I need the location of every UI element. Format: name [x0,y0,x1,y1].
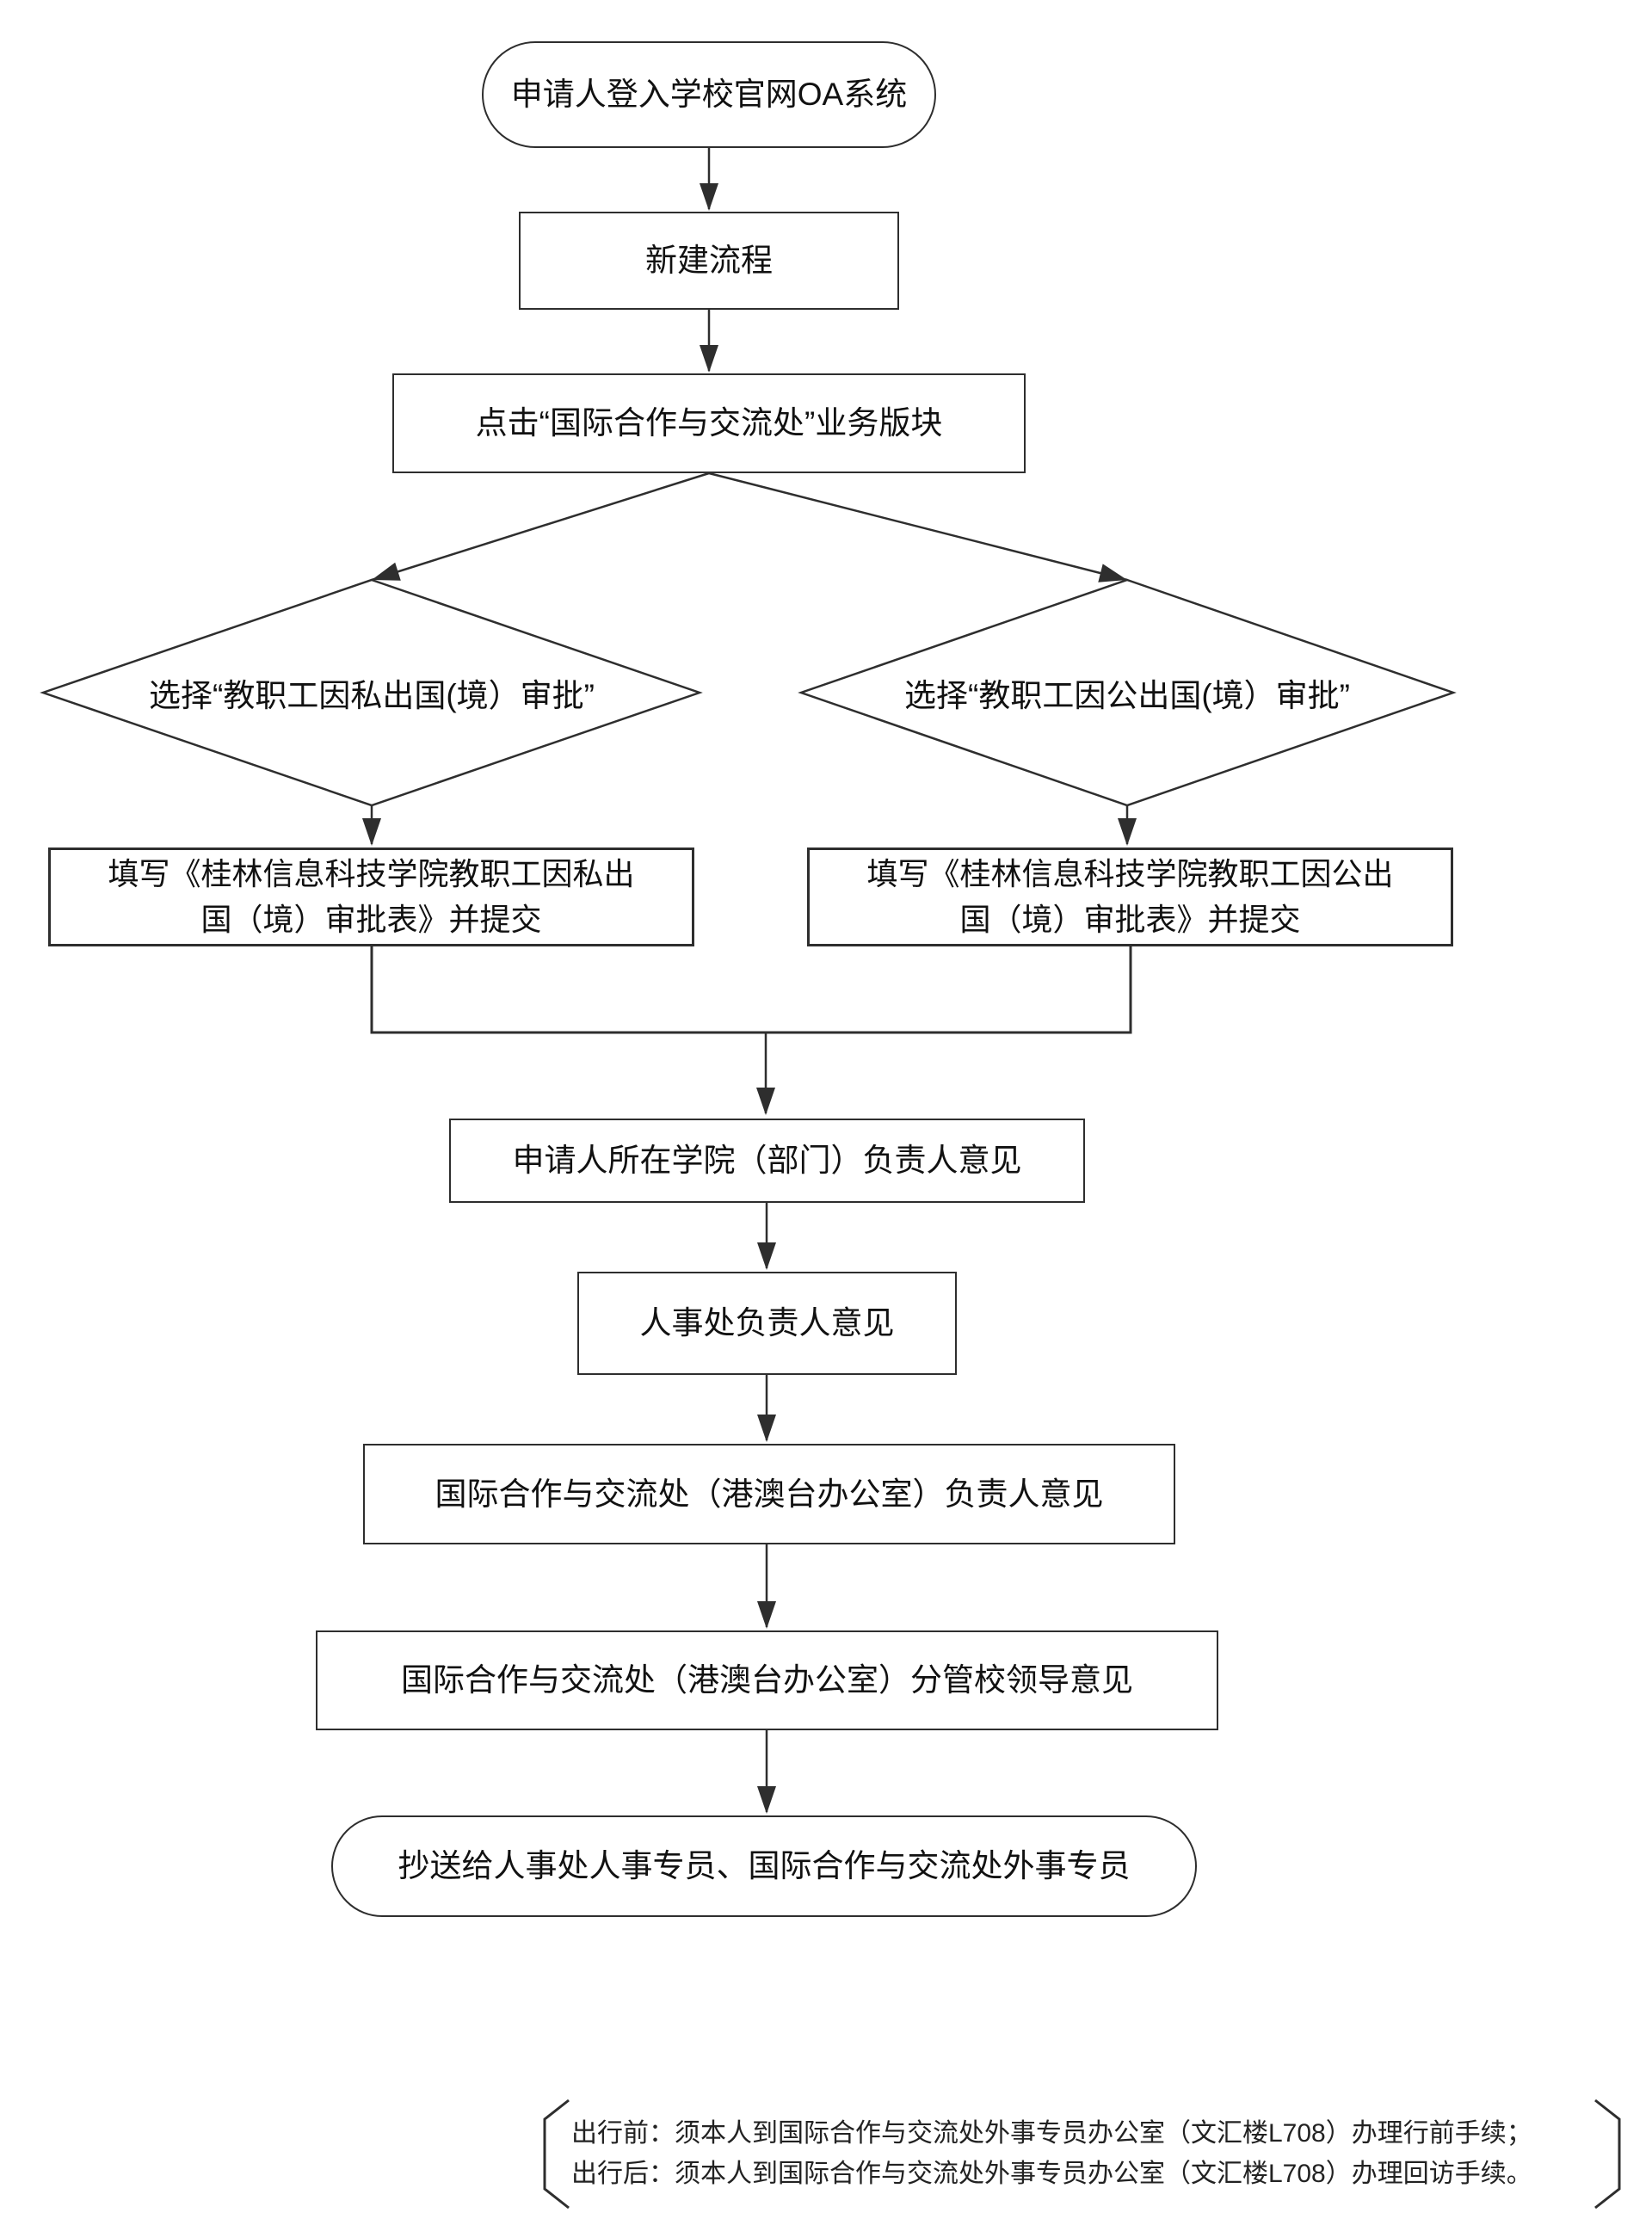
arrowhead-click-to-public [1098,564,1127,582]
arrowhead-public-to-fill [1118,818,1137,846]
arrowhead-intl-to-leader [757,1601,776,1629]
node-click-module: 点击“国际合作与交流处”业务版块 [392,373,1026,473]
merge-connector [370,946,1132,1034]
arrowhead-private-to-fill [362,818,381,846]
node-choose-public-label: 选择“教职工因公出国(境）审批” [904,678,1350,713]
node-new-flow: 新建流程 [519,212,899,310]
footnote-line-1: 出行前：须本人到国际合作与交流处外事专员办公室（文汇楼L708）办理行前手续； [571,2119,1532,2148]
footnote-line-2: 出行后：须本人到国际合作与交流处外事专员办公室（文汇楼L708）办理回访手续。 [571,2160,1532,2188]
arrowhead-dept-to-hr [757,1242,776,1270]
arrowhead-merge-to-dept [756,1088,775,1115]
node-copy-to: 抄送给人事处人事专员、国际合作与交流处外事专员 [331,1815,1197,1917]
node-fill-private: 填写《桂林信息科技学院教职工因私出 国（境）审批表》并提交 [48,848,694,946]
node-dept-opinion: 申请人所在学院（部门）负责人意见 [449,1119,1085,1203]
node-fill-public: 填写《桂林信息科技学院教职工因公出 国（境）审批表》并提交 [807,848,1453,946]
arrowhead-start-to-newflow [700,183,718,211]
arrowhead-click-to-private [372,562,401,581]
arrowhead-hr-to-intl [757,1415,776,1442]
footnote: 出行前：须本人到国际合作与交流处外事专员办公室（文汇楼L708）办理行前手续； … [571,2113,1595,2194]
right-bracket [1594,2099,1621,2210]
arrowhead-leader-to-copy [757,1786,776,1814]
node-choose-private-label: 选择“教职工因私出国(境）审批” [149,678,595,713]
node-school-leader-opinion: 国际合作与交流处（港澳台办公室）分管校领导意见 [316,1630,1218,1730]
node-start: 申请人登入学校官网OA系统 [482,41,936,148]
arrow-click-to-public [708,472,1128,582]
left-bracket [543,2099,570,2210]
arrow-click-to-private [371,472,710,582]
arrowhead-newflow-to-click [700,345,718,373]
node-intl-office-opinion: 国际合作与交流处（港澳台办公室）负责人意见 [363,1444,1175,1544]
node-hr-opinion: 人事处负责人意见 [577,1272,957,1375]
